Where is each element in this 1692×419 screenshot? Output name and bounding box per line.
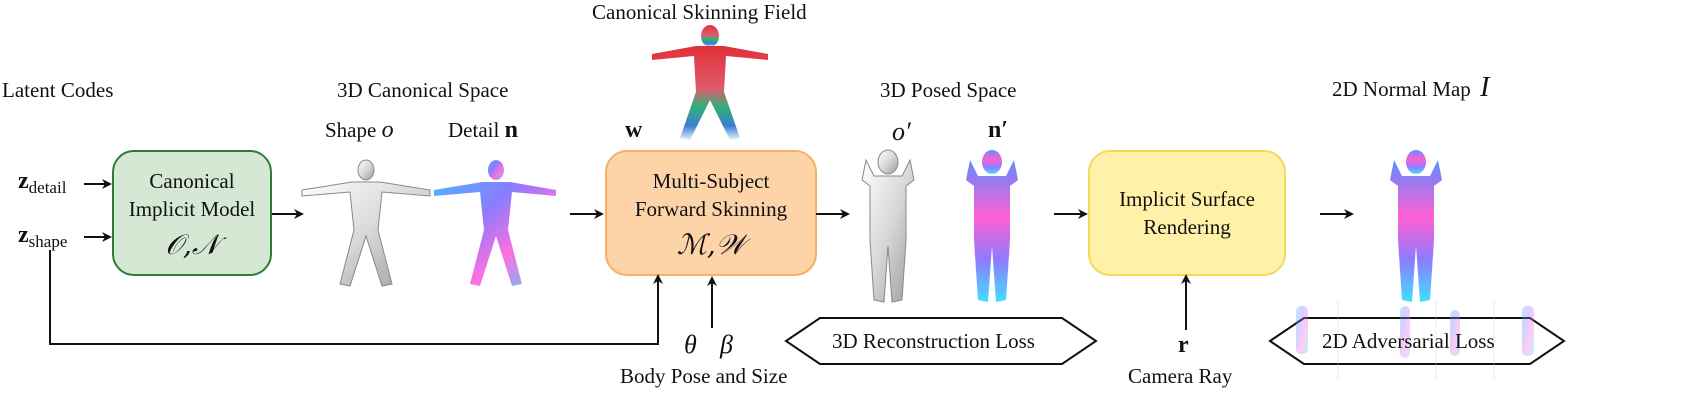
canonical-implicit-model-box: Canonical Implicit Model 𝒪,𝒩 xyxy=(112,150,272,276)
w-label: w xyxy=(625,117,643,143)
recon-loss-hexagon xyxy=(784,317,1098,365)
normal-map-variable: I xyxy=(1480,72,1490,103)
z-shape-label: zshape xyxy=(18,222,68,252)
o-prime-label: o′ xyxy=(892,117,911,146)
posed-space-title: 3D Posed Space xyxy=(880,78,1017,102)
canonical-space-title: 3D Canonical Space xyxy=(337,78,509,102)
posed-detail-figure xyxy=(966,150,1018,302)
body-pose-label: Body Pose and Size xyxy=(620,364,788,388)
camera-ray-symbol: r xyxy=(1178,332,1189,358)
detail-mesh-figure xyxy=(434,160,556,286)
latent-codes-title: Latent Codes xyxy=(2,78,114,102)
normal-map-figure xyxy=(1390,150,1442,302)
theta-symbol: θ xyxy=(684,330,697,359)
z-shape-to-skinning-arrow xyxy=(49,250,663,345)
skinning-field-figure xyxy=(652,25,768,140)
posed-shape-figure xyxy=(861,149,915,303)
normal-map-title: 2D Normal Map I xyxy=(1332,72,1490,103)
recon-loss-label: 3D Reconstruction Loss xyxy=(832,329,1035,353)
skinning-field-title: Canonical Skinning Field xyxy=(592,0,807,24)
background-thumbnails xyxy=(1296,300,1534,380)
shape-mesh-figure xyxy=(301,159,431,287)
camera-ray-label: Camera Ray xyxy=(1128,364,1233,388)
z-detail-label: zdetail xyxy=(18,168,67,198)
n-prime-label: n′ xyxy=(988,117,1009,143)
shape-label: Shape o xyxy=(325,117,394,143)
detail-label: Detail n xyxy=(448,117,518,143)
beta-symbol: β xyxy=(720,330,733,359)
adversarial-loss-label: 2D Adversarial Loss xyxy=(1322,329,1495,353)
